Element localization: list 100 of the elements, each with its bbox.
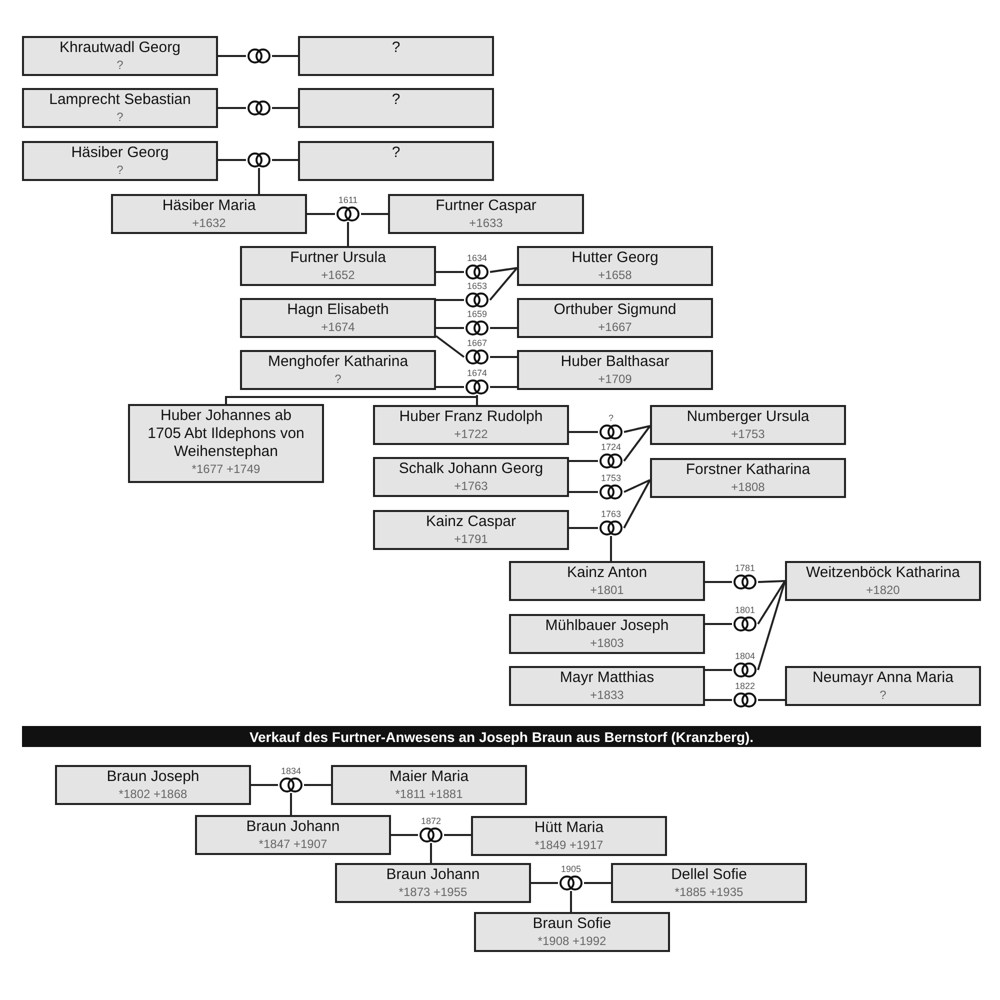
connector-line: [430, 843, 432, 863]
connector-line: [304, 784, 331, 786]
marriage-year: 1905: [560, 864, 582, 874]
person-box: [240, 246, 436, 286]
life-dates: +1632: [192, 215, 226, 231]
life-dates: +1633: [469, 215, 503, 231]
person-name: Weitzenböck Katharina: [806, 564, 960, 582]
wedding-rings-icon: [335, 206, 361, 222]
person-box: [298, 88, 494, 128]
person-box: [650, 458, 846, 498]
life-dates: +1667: [598, 319, 632, 335]
person-box: [471, 816, 667, 856]
life-dates: +1722: [454, 426, 488, 442]
connector-line: [347, 222, 349, 246]
connector-line: [476, 395, 478, 405]
person-box: [331, 765, 527, 805]
connector-line: [623, 480, 651, 528]
life-dates: +1763: [454, 478, 488, 494]
person-name: Maier Maria: [389, 768, 469, 786]
person-name: Häsiber Maria: [162, 197, 256, 215]
person-box: [128, 404, 324, 483]
life-dates: *1802 +1868: [118, 786, 188, 802]
person-name: Huber Balthasar: [560, 353, 670, 371]
person-name: Hutter Georg: [572, 249, 658, 267]
person-name: Furtner Caspar: [436, 197, 536, 215]
life-dates: +1658: [598, 267, 632, 283]
person-box: [509, 614, 705, 654]
person-box: [335, 863, 531, 903]
life-dates: +1820: [866, 582, 900, 598]
connector-line: [610, 536, 612, 561]
person-name: Kainz Caspar: [426, 513, 516, 531]
banner-text: Verkauf des Furtner-Anwesens an Joseph Braun aus Bernstorf (Kranzberg).: [249, 728, 754, 746]
connector-line: [758, 699, 785, 701]
life-dates: ?: [116, 57, 124, 73]
marriage-year: 1801: [734, 605, 756, 615]
person-box: [474, 912, 670, 952]
wedding-rings-icon: [732, 616, 758, 632]
person-box: [111, 194, 307, 234]
person-box: [517, 350, 713, 390]
person-box: [22, 36, 218, 76]
connector-line: [584, 882, 611, 884]
connector-line: [272, 107, 298, 109]
marriage-year: 1804: [734, 651, 756, 661]
life-dates: *1847 +1907: [258, 836, 328, 852]
person-box: [298, 36, 494, 76]
person-box: [22, 88, 218, 128]
marriage-year: 1674: [466, 368, 488, 378]
marriage-year: 1781: [734, 563, 756, 573]
person-box: [55, 765, 251, 805]
marriage-year: 1724: [600, 442, 622, 452]
connector-line: [436, 386, 464, 388]
wedding-rings-icon: [246, 48, 272, 64]
wedding-rings-icon: [464, 349, 490, 365]
wedding-rings-icon: [598, 424, 624, 440]
marriage-year: 1822: [734, 681, 756, 691]
connector-line: [490, 386, 517, 388]
connector-line: [251, 784, 278, 786]
person-box: [650, 405, 846, 445]
person-name: Häsiber Georg: [71, 144, 169, 162]
wedding-rings-icon: [278, 777, 304, 793]
marriage-year: 1763: [600, 509, 622, 519]
connector-line: [307, 213, 335, 215]
connector-line: [757, 580, 786, 625]
person-box: [195, 815, 391, 855]
life-dates: *1677 +1749: [192, 461, 260, 477]
wedding-rings-icon: [732, 692, 758, 708]
person-name: Braun Johann: [386, 866, 480, 884]
connector-line: [435, 335, 465, 358]
wedding-rings-icon: [246, 152, 272, 168]
connector-line: [225, 394, 478, 404]
person-box: [298, 141, 494, 181]
connector-line: [391, 834, 418, 836]
wedding-rings-icon: [246, 100, 272, 116]
wedding-rings-icon: [464, 320, 490, 336]
marriage-year: 1634: [466, 253, 488, 263]
life-dates: +1709: [598, 371, 632, 387]
person-box: [373, 405, 569, 445]
marriage-year: 1753: [600, 473, 622, 483]
wedding-rings-icon: [464, 379, 490, 395]
wedding-rings-icon: [598, 484, 624, 500]
life-dates: *1811 +1881: [395, 786, 463, 802]
marriage-year: ?: [607, 413, 614, 423]
person-box: [509, 666, 705, 706]
connector-line: [490, 356, 517, 358]
connector-line: [569, 527, 598, 529]
connector-line: [258, 168, 260, 194]
person-name: Hütt Maria: [534, 819, 604, 837]
connector-line: [490, 327, 517, 329]
person-box: [509, 561, 705, 601]
connector-line: [758, 580, 786, 583]
person-name: Khrautwadl Georg: [60, 39, 180, 57]
person-name: Dellel Sofie: [671, 866, 747, 884]
person-box: [517, 298, 713, 338]
person-name: Mayr Matthias: [560, 669, 654, 687]
connector-line: [444, 834, 471, 836]
connector-line: [757, 580, 786, 670]
person-name: Neumayr Anna Maria: [812, 669, 954, 687]
person-name: Lamprecht Sebastian: [49, 91, 191, 109]
marriage-year: 1834: [280, 766, 302, 776]
wedding-rings-icon: [732, 662, 758, 678]
